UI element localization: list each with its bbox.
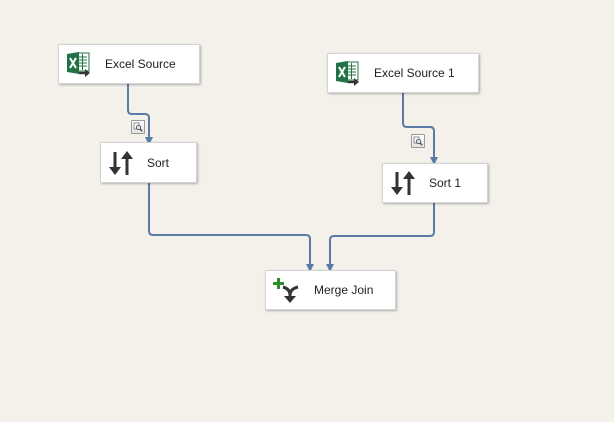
sort-1-label: Sort 1	[429, 176, 462, 190]
path-sort-1-to-merge-join[interactable]	[326, 203, 435, 272]
sort-label: Sort	[147, 155, 170, 170]
sort-icon	[105, 147, 137, 179]
excel-source-1-component[interactable]: Excel Source 1	[327, 53, 479, 93]
merge-join-component[interactable]: Merge Join	[265, 270, 396, 310]
merge-join-label: Merge Join	[314, 283, 374, 297]
sort-icon	[387, 167, 419, 199]
excel-source-label: Excel Source	[105, 57, 176, 71]
excel-source-component[interactable]: Excel Source	[58, 44, 200, 84]
excel-source-icon	[63, 48, 95, 80]
excel-source-1-label: Excel Source 1	[374, 66, 455, 80]
data-viewer-icon[interactable]	[131, 120, 145, 134]
sort-1-component[interactable]: Sort 1	[382, 163, 488, 203]
path-sort-to-merge-join[interactable]	[148, 183, 314, 272]
excel-source-icon	[332, 57, 364, 89]
path-excel-source-1-to-sort-1[interactable]	[402, 93, 438, 165]
sort-component[interactable]: Sort	[100, 142, 197, 183]
data-viewer-icon[interactable]	[411, 134, 425, 148]
merge-join-icon	[270, 274, 302, 306]
